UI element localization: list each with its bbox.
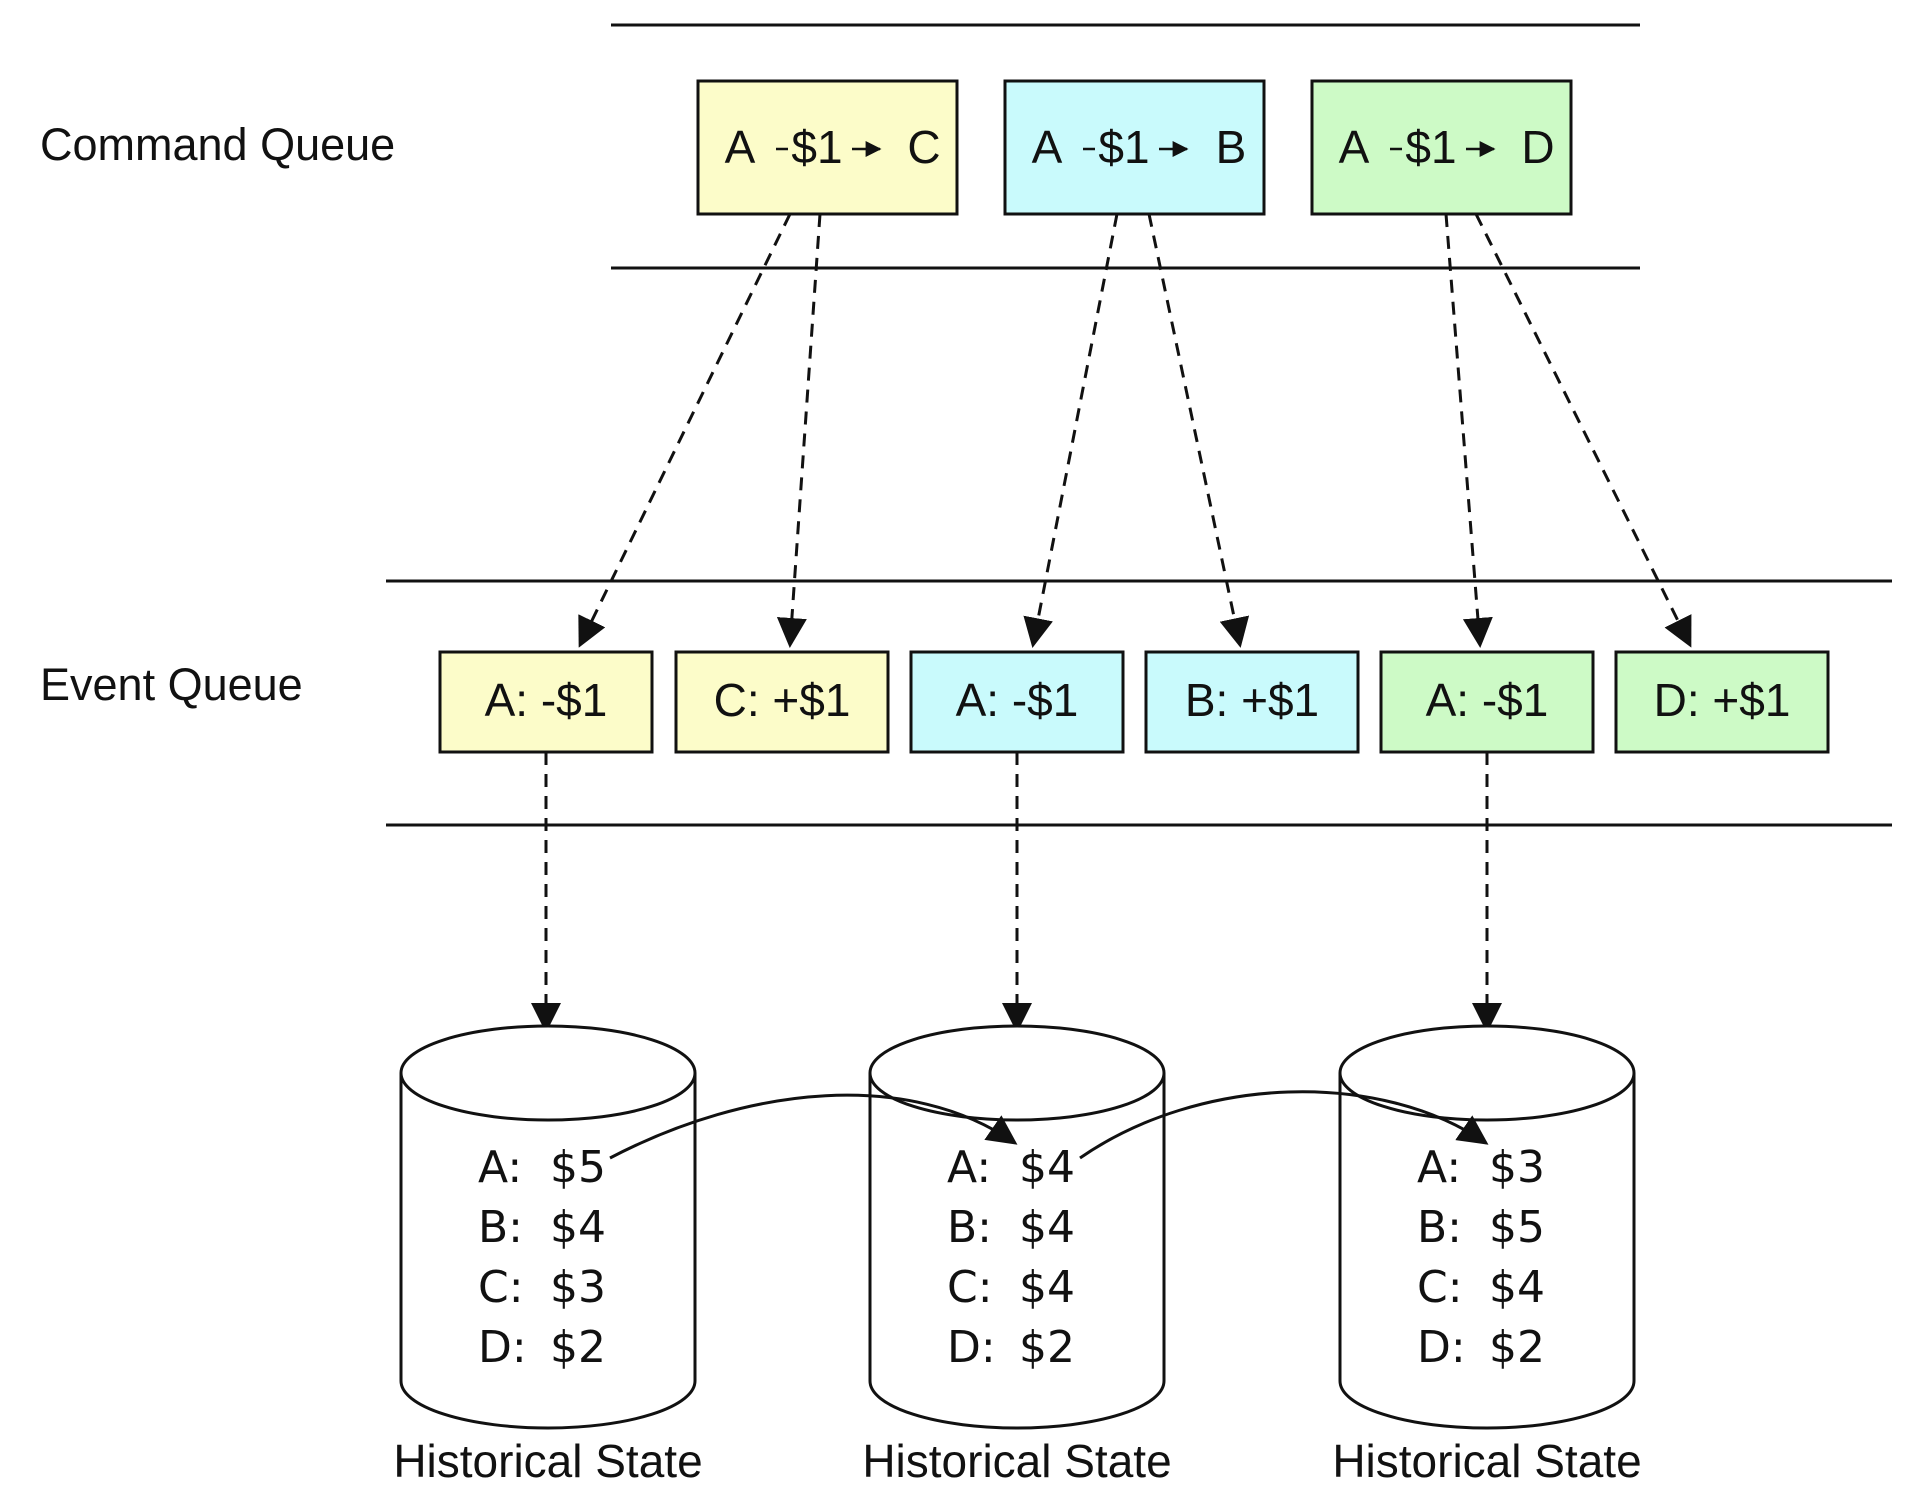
command-queue-label: Command Queue (40, 119, 395, 170)
account-name: A: (947, 1142, 991, 1193)
dashed-arrow (1444, 213, 1493, 648)
command-from: A (1339, 121, 1370, 173)
database-icon (1338, 1073, 1636, 1430)
event-box: C: +$1 (674, 650, 890, 754)
command-amount: $1 (791, 121, 842, 173)
curved-arrow (1079, 1090, 1489, 1160)
command-box: A $1 B (1003, 79, 1266, 216)
account-name: C: (1417, 1262, 1463, 1313)
account-name: A: (478, 1142, 522, 1193)
curved-arrow (609, 1093, 1018, 1160)
event-text: A: -$1 (956, 674, 1079, 726)
account-name: C: (947, 1262, 993, 1313)
database-cylinder: A: $3 B: $5 C: $4 D: $2 Historical State (1332, 1024, 1642, 1487)
account-value: $4 (1019, 1202, 1075, 1253)
account-name: C: (478, 1262, 524, 1313)
historical-states: A: $5 B: $4 C: $3 D: $2 Historical State… (393, 1024, 1642, 1487)
dashed-arrow (776, 213, 822, 648)
account-name: D: (947, 1322, 996, 1373)
account-value: $4 (1019, 1262, 1075, 1313)
account-value-highlighted: $4 (1019, 1142, 1075, 1193)
event-to-state-arrows (531, 752, 1502, 1033)
event-box: A: -$1 (1379, 650, 1595, 754)
state-transition-arrows (609, 1090, 1489, 1160)
command-box-rect (1003, 79, 1266, 216)
event-box-rect (1614, 650, 1830, 754)
command-queue: A $1 C A $1 B A $1 D (696, 79, 1573, 216)
account-name: B: (947, 1202, 992, 1253)
account-name: B: (478, 1202, 523, 1253)
event-box: D: +$1 (1614, 650, 1830, 754)
command-from: A (1032, 121, 1063, 173)
event-text: B: +$1 (1185, 674, 1319, 726)
database-caption: Historical State (393, 1435, 702, 1487)
account-name: A: (1417, 1142, 1461, 1193)
event-text: C: +$1 (714, 674, 851, 726)
database-top (868, 1024, 1166, 1122)
command-to: D (1521, 121, 1554, 173)
dashed-arrow (1023, 213, 1119, 648)
command-from: A (725, 121, 756, 173)
dashed-arrow (1147, 213, 1250, 648)
event-box: A: -$1 (438, 650, 654, 754)
event-text: A: -$1 (485, 674, 608, 726)
account-name: B: (1417, 1202, 1462, 1253)
command-amount: $1 (1405, 121, 1456, 173)
command-to: C (907, 121, 940, 173)
database-cylinder: A: $5 B: $4 C: $3 D: $2 Historical State (393, 1024, 703, 1487)
account-value-highlighted: $3 (1489, 1142, 1545, 1193)
database-top (1338, 1024, 1636, 1122)
account-value: $2 (550, 1322, 606, 1373)
database-caption: Historical State (1332, 1435, 1641, 1487)
database-cylinder: A: $4 B: $4 C: $4 D: $2 Historical State (862, 1024, 1172, 1487)
command-box-rect (1310, 79, 1573, 216)
command-amount: $1 (1098, 121, 1149, 173)
command-box: A $1 D (1310, 79, 1573, 216)
dashed-arrow (1474, 213, 1692, 648)
account-value: $2 (1019, 1322, 1075, 1373)
account-value: $4 (1489, 1262, 1545, 1313)
event-box: A: -$1 (909, 650, 1125, 754)
event-box-rect (1144, 650, 1360, 754)
account-value: $4 (550, 1202, 606, 1253)
account-value-highlighted: $5 (550, 1142, 606, 1193)
account-value: $2 (1489, 1322, 1545, 1373)
account-value: $5 (1489, 1202, 1545, 1253)
account-name: D: (478, 1322, 527, 1373)
database-icon (868, 1073, 1166, 1430)
database-caption: Historical State (862, 1435, 1171, 1487)
command-box-rect (696, 79, 959, 216)
command-box: A $1 C (696, 79, 959, 216)
database-top (399, 1024, 697, 1122)
event-text: A: -$1 (1426, 674, 1549, 726)
event-text: D: +$1 (1654, 674, 1791, 726)
account-value: $3 (550, 1262, 606, 1313)
event-box-rect (1379, 650, 1595, 754)
event-box: B: +$1 (1144, 650, 1360, 754)
event-queue-label: Event Queue (40, 659, 303, 710)
command-to: B (1216, 121, 1247, 173)
account-name: D: (1417, 1322, 1466, 1373)
event-queue: A: -$1 C: +$1 A: -$1 B: +$1 A: -$1 D: +$… (438, 650, 1830, 754)
dashed-arrow (578, 213, 792, 648)
command-to-event-arrows (578, 213, 1692, 648)
database-icon (399, 1073, 697, 1430)
event-box-rect (674, 650, 890, 754)
